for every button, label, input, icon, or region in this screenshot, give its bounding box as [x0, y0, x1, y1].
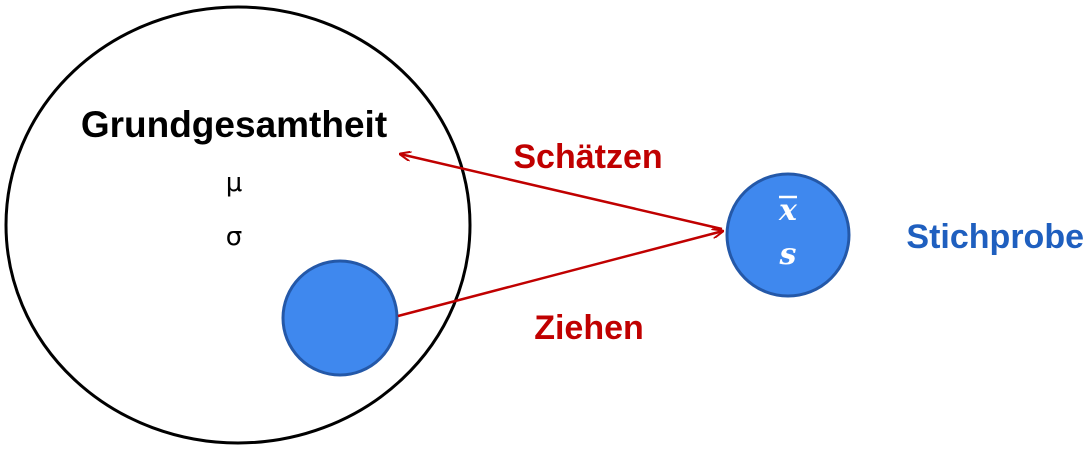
- sample-sd-symbol: s: [779, 237, 797, 272]
- population-sd-symbol: σ: [226, 222, 242, 252]
- estimate-label: Schätzen: [513, 138, 662, 176]
- estimate-arrow: [400, 154, 723, 231]
- population-mean-symbol: μ: [226, 168, 243, 198]
- drawn-sample-circle: [281, 259, 399, 377]
- sample-circle: [725, 172, 851, 298]
- draw-arrow: [397, 231, 723, 318]
- population-title: Grundgesamtheit: [81, 104, 387, 145]
- sample-mean-symbol: x: [778, 193, 798, 228]
- draw-label: Ziehen: [534, 309, 644, 347]
- sample-label: Stichprobe: [906, 218, 1084, 256]
